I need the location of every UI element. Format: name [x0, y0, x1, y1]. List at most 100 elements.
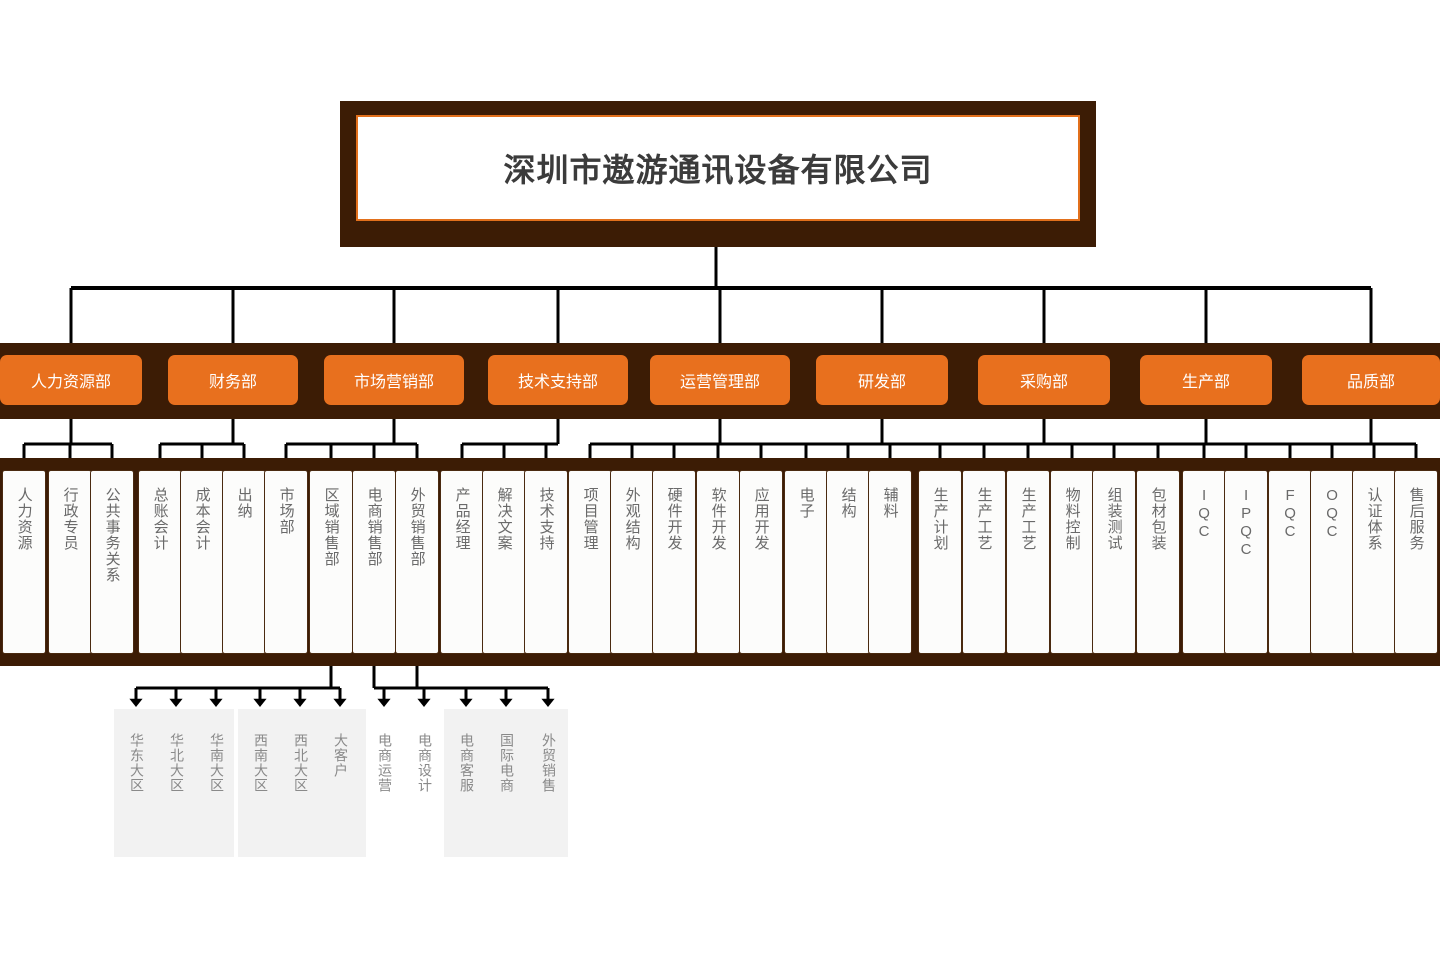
unit-label: 辅料 — [881, 487, 899, 519]
unit-box[interactable]: 结构 — [826, 470, 870, 654]
unit-box[interactable]: 硬件开发 — [652, 470, 696, 654]
unit-box[interactable]: 电子 — [784, 470, 828, 654]
department-label: 品质部 — [1346, 374, 1395, 391]
unit-box[interactable]: 生产计划 — [918, 470, 962, 654]
department-box[interactable]: 市场营销部 — [324, 355, 464, 405]
department-label: 运营管理部 — [679, 374, 760, 391]
subunit-label: 华东大区 — [128, 733, 145, 793]
subunit-box[interactable]: 电商运营 — [364, 713, 404, 853]
unit-box[interactable]: 行政专员 — [48, 470, 92, 654]
unit-label: 区域销售部 — [322, 487, 340, 567]
department-label: 生产部 — [1181, 374, 1230, 391]
unit-label: 售后服务 — [1407, 487, 1425, 551]
unit-label: 市场部 — [277, 487, 295, 535]
unit-box[interactable]: 技术支持 — [524, 470, 568, 654]
company-title-box: 深圳市遨游通讯设备有限公司 — [356, 115, 1080, 221]
subunit-label: 华北大区 — [168, 733, 185, 793]
subunit-label: 西南大区 — [252, 733, 269, 793]
unit-box[interactable]: IPQC — [1224, 470, 1268, 654]
subunit-label: 电商客服 — [458, 733, 475, 793]
subunit-label: 外贸销售 — [540, 733, 557, 793]
subunit-box[interactable]: 电商设计 — [404, 713, 444, 853]
unit-label: FQC — [1281, 487, 1299, 541]
department-label: 研发部 — [857, 374, 906, 391]
unit-box[interactable]: IQC — [1182, 470, 1226, 654]
department-box[interactable]: 研发部 — [816, 355, 948, 405]
company-name: 深圳市遨游通讯设备有限公司 — [503, 152, 933, 188]
subunit-label: 华南大区 — [208, 733, 225, 793]
unit-label: 外贸销售部 — [408, 487, 426, 567]
subunit-box[interactable]: 国际电商 — [486, 713, 526, 853]
department-box[interactable]: 品质部 — [1302, 355, 1440, 405]
subunit-box[interactable]: 大客户 — [320, 713, 360, 853]
department-label: 技术支持部 — [517, 374, 598, 391]
unit-label: 电子 — [797, 487, 815, 519]
department-box[interactable]: 生产部 — [1140, 355, 1272, 405]
subunit-label: 西北大区 — [292, 733, 309, 793]
department-box[interactable]: 运营管理部 — [650, 355, 790, 405]
unit-box[interactable]: 认证体系 — [1352, 470, 1396, 654]
unit-box[interactable]: 市场部 — [264, 470, 308, 654]
unit-box[interactable]: 成本会计 — [180, 470, 224, 654]
unit-box[interactable]: 组装测试 — [1092, 470, 1136, 654]
unit-box[interactable]: OQC — [1310, 470, 1354, 654]
unit-label: 技术支持 — [537, 487, 555, 551]
unit-box[interactable]: 电商销售部 — [352, 470, 396, 654]
department-box[interactable]: 技术支持部 — [488, 355, 628, 405]
unit-label: 项目管理 — [581, 487, 599, 551]
unit-label: 生产计划 — [931, 487, 949, 551]
subunit-box[interactable]: 华北大区 — [156, 713, 196, 853]
unit-box[interactable]: 公共事务关系 — [90, 470, 134, 654]
subunit-box[interactable]: 西北大区 — [280, 713, 320, 853]
unit-box[interactable]: 应用开发 — [739, 470, 783, 654]
unit-box[interactable]: 辅料 — [868, 470, 912, 654]
unit-box[interactable]: 生产工艺 — [962, 470, 1006, 654]
unit-box[interactable]: 软件开发 — [696, 470, 740, 654]
unit-label: 出纳 — [235, 487, 253, 519]
department-label: 市场营销部 — [353, 374, 434, 391]
subunit-box[interactable]: 西南大区 — [240, 713, 280, 853]
unit-label: 生产工艺 — [975, 487, 993, 551]
unit-label: 结构 — [839, 487, 857, 519]
unit-box[interactable]: 产品经理 — [440, 470, 484, 654]
department-box[interactable]: 人力资源部 — [0, 355, 142, 405]
unit-box[interactable]: 物料控制 — [1050, 470, 1094, 654]
subunit-box[interactable]: 外贸销售 — [528, 713, 568, 853]
unit-label: 人力资源 — [15, 487, 33, 551]
unit-box[interactable]: 出纳 — [222, 470, 266, 654]
subunit-label: 电商运营 — [376, 733, 393, 793]
unit-box[interactable]: 生产工艺 — [1006, 470, 1050, 654]
unit-box[interactable]: 售后服务 — [1394, 470, 1438, 654]
unit-box[interactable]: 外观结构 — [610, 470, 654, 654]
unit-box[interactable]: 外贸销售部 — [395, 470, 439, 654]
unit-box[interactable]: 解决文案 — [482, 470, 526, 654]
department-label: 人力资源部 — [30, 374, 111, 391]
unit-label: IPQC — [1237, 487, 1255, 559]
subunit-label: 国际电商 — [498, 733, 515, 793]
subunit-box[interactable]: 电商客服 — [446, 713, 486, 853]
department-label: 采购部 — [1019, 374, 1068, 391]
unit-box[interactable]: 项目管理 — [568, 470, 612, 654]
unit-label: 硬件开发 — [665, 487, 683, 551]
department-label: 财务部 — [208, 374, 257, 391]
unit-label: 电商销售部 — [365, 487, 383, 567]
unit-label: 行政专员 — [61, 487, 79, 551]
department-box[interactable]: 财务部 — [168, 355, 298, 405]
unit-box[interactable]: FQC — [1268, 470, 1312, 654]
unit-box[interactable]: 总账会计 — [138, 470, 182, 654]
subunit-box[interactable]: 华南大区 — [196, 713, 236, 853]
unit-label: 公共事务关系 — [103, 487, 121, 583]
unit-label: 生产工艺 — [1019, 487, 1037, 551]
unit-box[interactable]: 包材包装 — [1136, 470, 1180, 654]
subunit-box[interactable]: 华东大区 — [116, 713, 156, 853]
unit-label: IQC — [1195, 487, 1213, 541]
department-box[interactable]: 采购部 — [978, 355, 1110, 405]
unit-label: 软件开发 — [709, 487, 727, 551]
unit-label: 成本会计 — [193, 487, 211, 551]
unit-box[interactable]: 区域销售部 — [309, 470, 353, 654]
subunit-label: 电商设计 — [416, 733, 433, 793]
unit-box[interactable]: 人力资源 — [2, 470, 46, 654]
unit-label: 包材包装 — [1149, 487, 1167, 551]
subunit-panel — [238, 709, 366, 857]
